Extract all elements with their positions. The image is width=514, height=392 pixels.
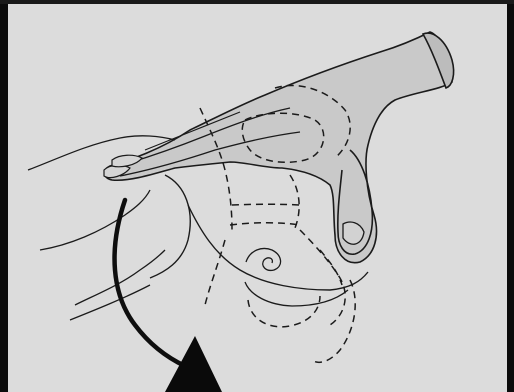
top-shadow-border [0, 0, 514, 4]
right-shadow-border [507, 0, 514, 392]
left-shadow-border [0, 0, 8, 392]
